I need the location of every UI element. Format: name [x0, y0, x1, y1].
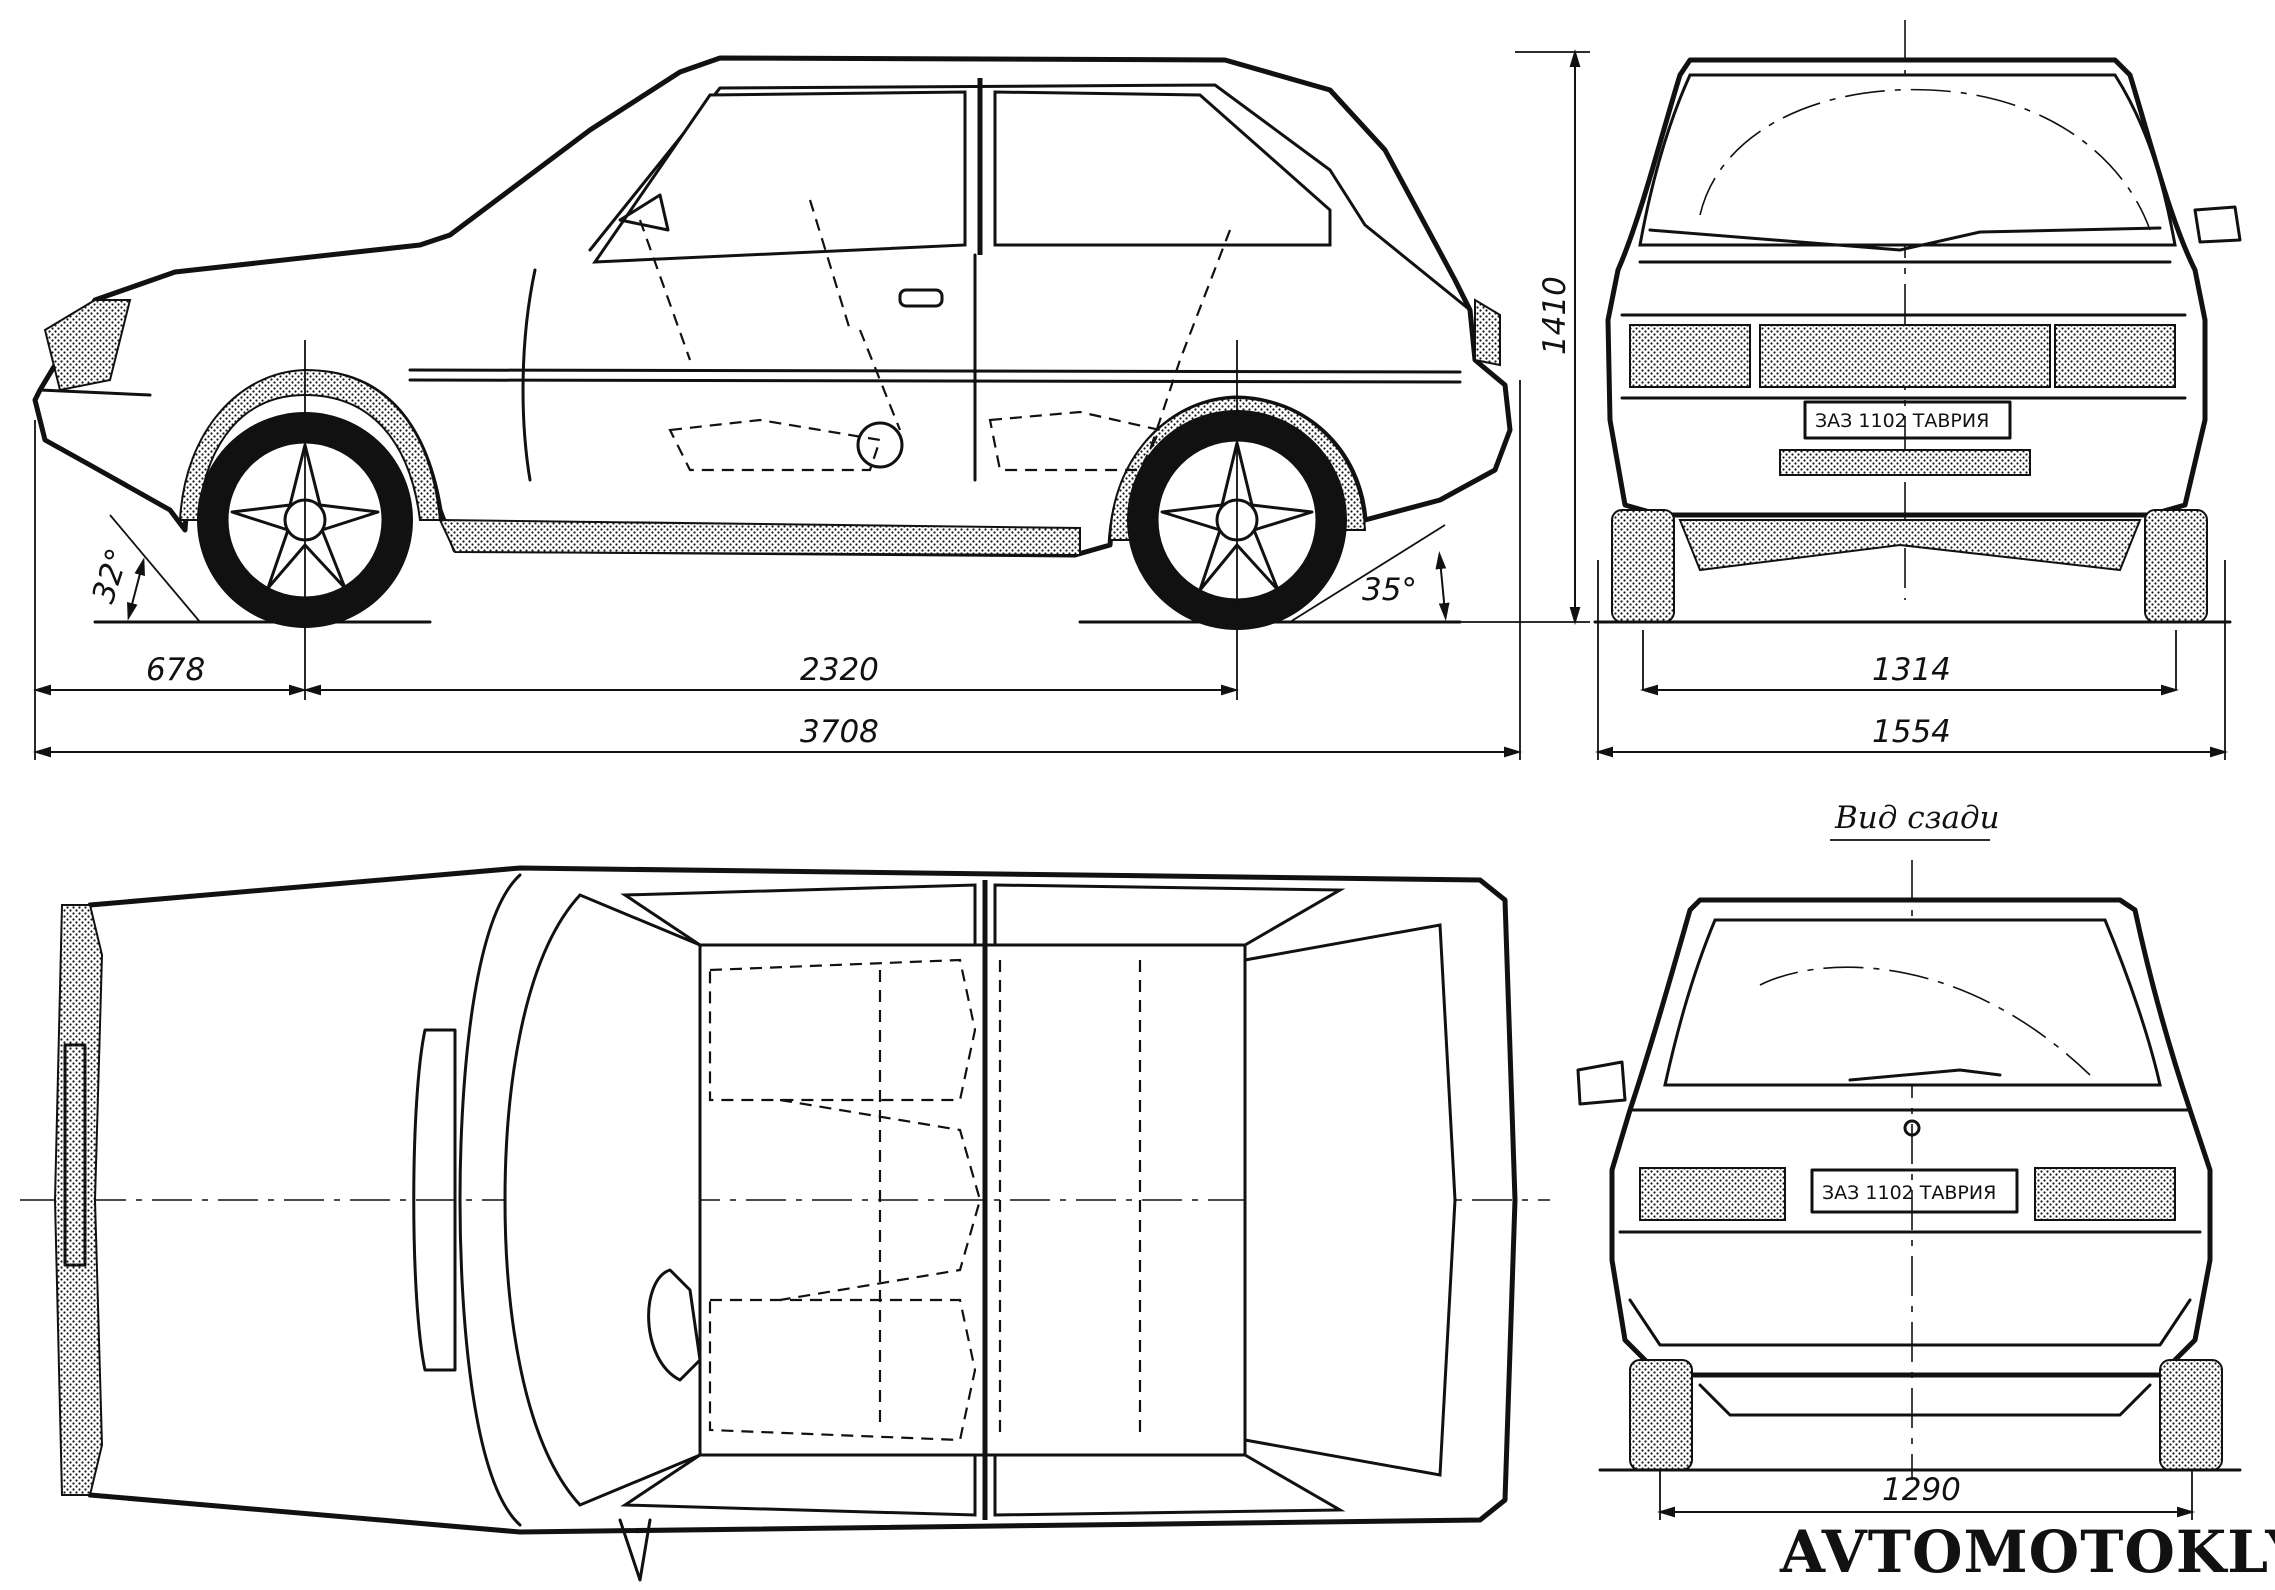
front-view-left-tire	[1611, 509, 1675, 623]
top-view	[20, 865, 1550, 1582]
front-plate-text: ЗАЗ 1102 ТАВРИЯ	[1815, 410, 1989, 432]
side-rear-window	[993, 90, 1332, 247]
rear-view-caption: Вид сзади	[1834, 800, 2000, 836]
front-view: ЗАЗ 1102 ТАВРИЯ 1314 1554	[1593, 20, 2242, 760]
front-license-plate	[1803, 400, 2012, 440]
front-view-right-tire	[2144, 509, 2208, 623]
front-track-dimension: 1314	[1872, 652, 1951, 688]
overall-width-dimension: 1554	[1872, 714, 1951, 750]
front-grille	[1759, 324, 2051, 388]
departure-angle: 35°	[1362, 572, 1417, 608]
wheelbase-dimension: 2320	[800, 652, 879, 688]
overall-length-dimension: 3708	[800, 714, 879, 750]
approach-angle: 32°	[85, 544, 136, 607]
watermark: AVTOMOTOKLYB.RU	[1779, 1518, 2275, 1586]
rear-track-dimension: 1290	[1882, 1472, 1961, 1508]
height-dimension: 1410	[1537, 276, 1573, 355]
rear-license-plate	[1810, 1168, 2019, 1214]
side-view: 32° 35° 1410 678 2320 3708	[32, 49, 1590, 760]
top-windshield	[503, 893, 702, 1507]
rear-right-taillight	[2034, 1167, 2176, 1221]
front-overhang-dimension: 678	[146, 652, 205, 688]
rear-view-right-tire	[2159, 1359, 2223, 1471]
front-windshield	[1638, 73, 2177, 247]
rear-view-left-tire	[1629, 1359, 1693, 1471]
side-front-window	[592, 90, 967, 264]
rear-view: Вид сзади ЗАЗ 1102 ТАВРИЯ 1290	[1576, 800, 2242, 1520]
front-left-headlight	[1629, 324, 1751, 388]
front-right-headlight	[2054, 324, 2176, 388]
top-rear-window	[1243, 923, 1457, 1477]
rear-window	[1663, 918, 2162, 1087]
rear-left-taillight	[1639, 1167, 1786, 1221]
rear-plate-text: ЗАЗ 1102 ТАВРИЯ	[1822, 1182, 1996, 1204]
